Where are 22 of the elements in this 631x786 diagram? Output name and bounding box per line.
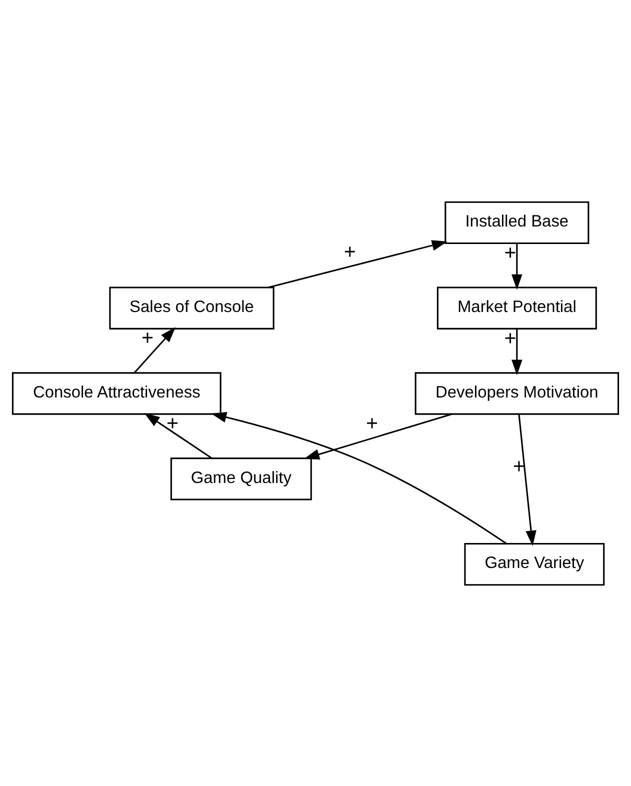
node-box: Game Quality [170, 457, 312, 500]
arrow [304, 412, 452, 460]
node-box: Game Variety [464, 542, 605, 586]
node-box: Sales of Console [109, 286, 274, 329]
node-box: Developers Motivation [414, 372, 620, 414]
arrow [144, 412, 212, 458]
arrow [512, 242, 522, 290]
arrow [134, 326, 176, 373]
arrow [512, 328, 522, 375]
node-box: Console Attractiveness [12, 372, 222, 414]
arrow [211, 411, 507, 544]
edge-label: + [344, 240, 356, 264]
node-box: Market Potential [436, 286, 597, 329]
edge-label: + [504, 326, 516, 350]
edge-label: + [504, 241, 516, 264]
arrow [268, 240, 448, 288]
edge-label: + [512, 454, 525, 478]
arrow [518, 414, 536, 546]
node-box: Installed Base [444, 200, 590, 244]
edge-label: + [141, 326, 154, 350]
edge-label: + [366, 412, 378, 435]
edge-label: + [166, 412, 178, 435]
